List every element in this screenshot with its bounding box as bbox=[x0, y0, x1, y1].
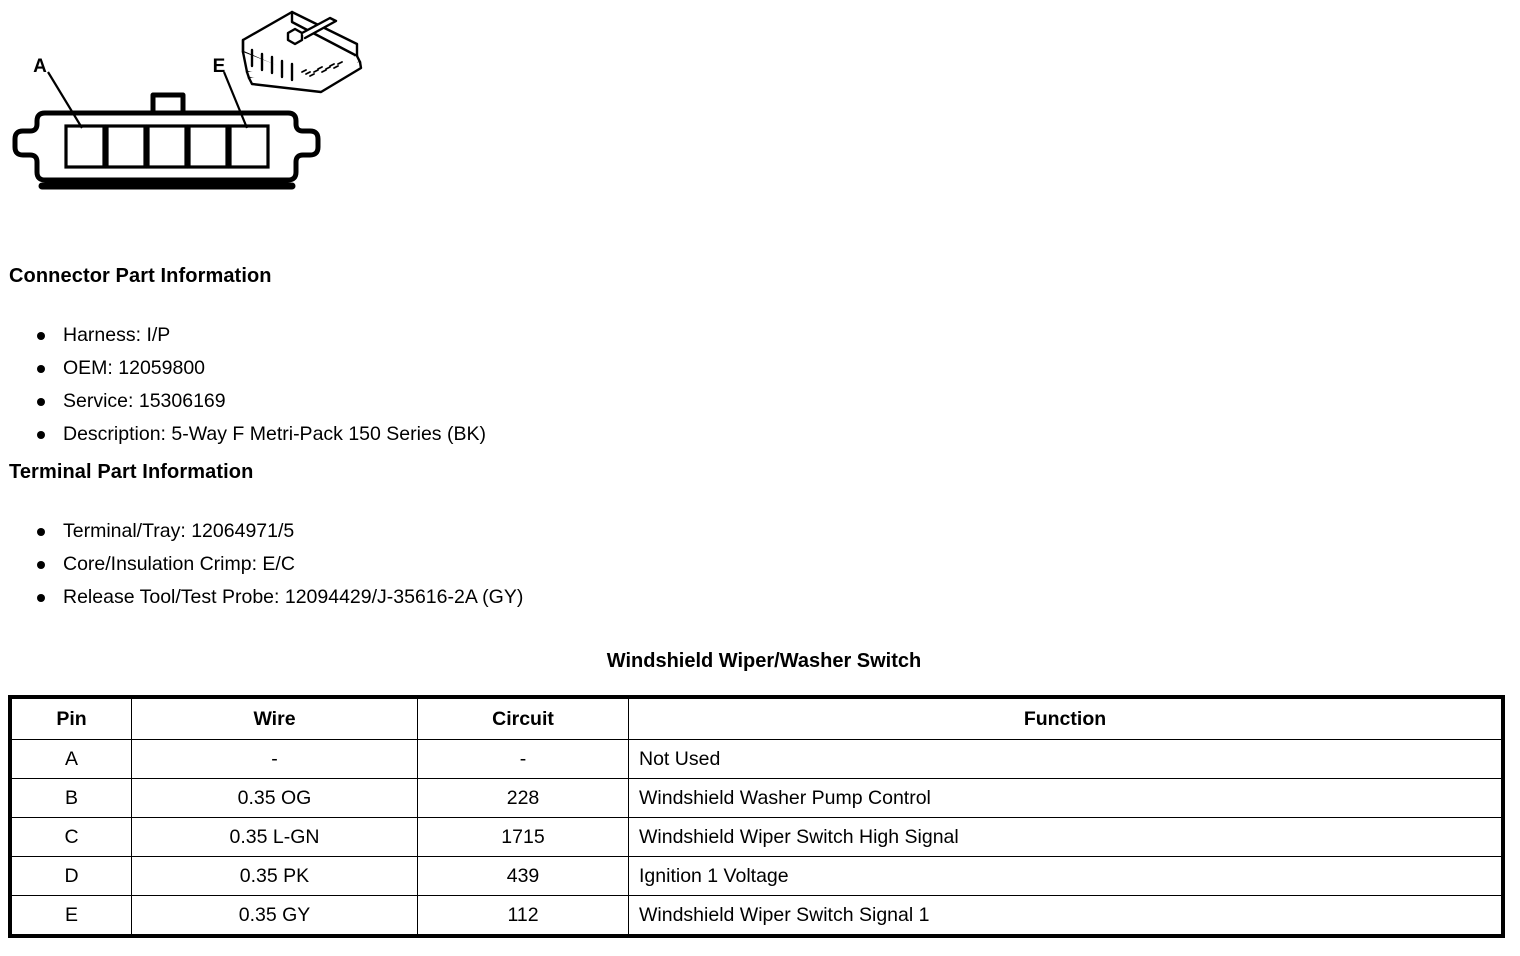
cell-wire: - bbox=[131, 739, 418, 779]
connector-part-information-list: Harness: I/P OEM: 12059800 Service: 1530… bbox=[33, 319, 486, 451]
leader-line-e bbox=[222, 71, 249, 129]
cell-function: Not Used bbox=[628, 739, 1504, 779]
leader-line-a bbox=[47, 71, 83, 129]
cell-pin: D bbox=[9, 856, 132, 896]
list-item: OEM: 12059800 bbox=[33, 352, 486, 385]
cell-pin: B bbox=[9, 778, 132, 818]
list-item: Terminal/Tray: 12064971/5 bbox=[33, 515, 523, 548]
list-item: Core/Insulation Crimp: E/C bbox=[33, 548, 523, 581]
cell-pin: C bbox=[9, 817, 132, 857]
cavity-b bbox=[105, 124, 147, 169]
pin-callout-label-a: A bbox=[33, 56, 47, 77]
pinout-table-title: Windshield Wiper/Washer Switch bbox=[0, 650, 1520, 673]
pinout-table-title-text: Windshield Wiper/Washer Switch bbox=[606, 650, 922, 672]
column-header-wire: Wire bbox=[131, 696, 418, 740]
connector-isometric-view bbox=[241, 10, 363, 94]
connector-illustration: A E bbox=[12, 10, 363, 190]
cell-pin: A bbox=[9, 739, 132, 779]
column-header-circuit: Circuit bbox=[417, 696, 629, 740]
cell-circuit: - bbox=[417, 739, 629, 779]
cavity-c bbox=[146, 124, 188, 169]
cell-circuit: 228 bbox=[417, 778, 629, 818]
table-row: C 0.35 L-GN 1715 Windshield Wiper Switch… bbox=[9, 817, 1504, 857]
cell-circuit: 439 bbox=[417, 856, 629, 896]
column-header-pin: Pin bbox=[9, 696, 132, 740]
column-header-function: Function bbox=[628, 696, 1504, 740]
cell-function: Windshield Wiper Switch High Signal bbox=[628, 817, 1504, 857]
cavity-e bbox=[228, 124, 270, 169]
table-row: D 0.35 PK 439 Ignition 1 Voltage bbox=[9, 856, 1504, 896]
pin-callout-label-e: E bbox=[213, 56, 226, 77]
cell-function: Windshield Washer Pump Control bbox=[628, 778, 1504, 818]
terminal-part-information-list: Terminal/Tray: 12064971/5 Core/Insulatio… bbox=[33, 515, 523, 614]
pinout-table: Pin Wire Circuit Function A - - Not Used… bbox=[8, 695, 1505, 938]
table-header-row: Pin Wire Circuit Function bbox=[9, 696, 1504, 740]
cavity-d bbox=[187, 124, 229, 169]
list-item: Release Tool/Test Probe: 12094429/J-3561… bbox=[33, 581, 523, 614]
cell-wire: 0.35 PK bbox=[131, 856, 418, 896]
table-row: A - - Not Used bbox=[9, 739, 1504, 779]
list-item: Harness: I/P bbox=[33, 319, 486, 352]
cell-pin: E bbox=[9, 895, 132, 937]
cell-function: Ignition 1 Voltage bbox=[628, 856, 1504, 896]
list-item: Service: 15306169 bbox=[33, 385, 486, 418]
connector-part-information-heading: Connector Part Information bbox=[9, 265, 272, 287]
cavity-a bbox=[64, 124, 106, 169]
cell-wire: 0.35 OG bbox=[131, 778, 418, 818]
cell-wire: 0.35 GY bbox=[131, 895, 418, 937]
list-item: Description: 5-Way F Metri-Pack 150 Seri… bbox=[33, 418, 486, 451]
table-row: E 0.35 GY 112 Windshield Wiper Switch Si… bbox=[9, 895, 1504, 937]
pin-callout-leaders bbox=[47, 71, 249, 129]
cell-circuit: 1715 bbox=[417, 817, 629, 857]
cell-wire: 0.35 L-GN bbox=[131, 817, 418, 857]
cell-circuit: 112 bbox=[417, 895, 629, 937]
table-row: B 0.35 OG 228 Windshield Washer Pump Con… bbox=[9, 778, 1504, 818]
terminal-part-information-heading: Terminal Part Information bbox=[9, 461, 254, 483]
cell-function: Windshield Wiper Switch Signal 1 bbox=[628, 895, 1504, 937]
terminal-cavities bbox=[64, 124, 270, 169]
